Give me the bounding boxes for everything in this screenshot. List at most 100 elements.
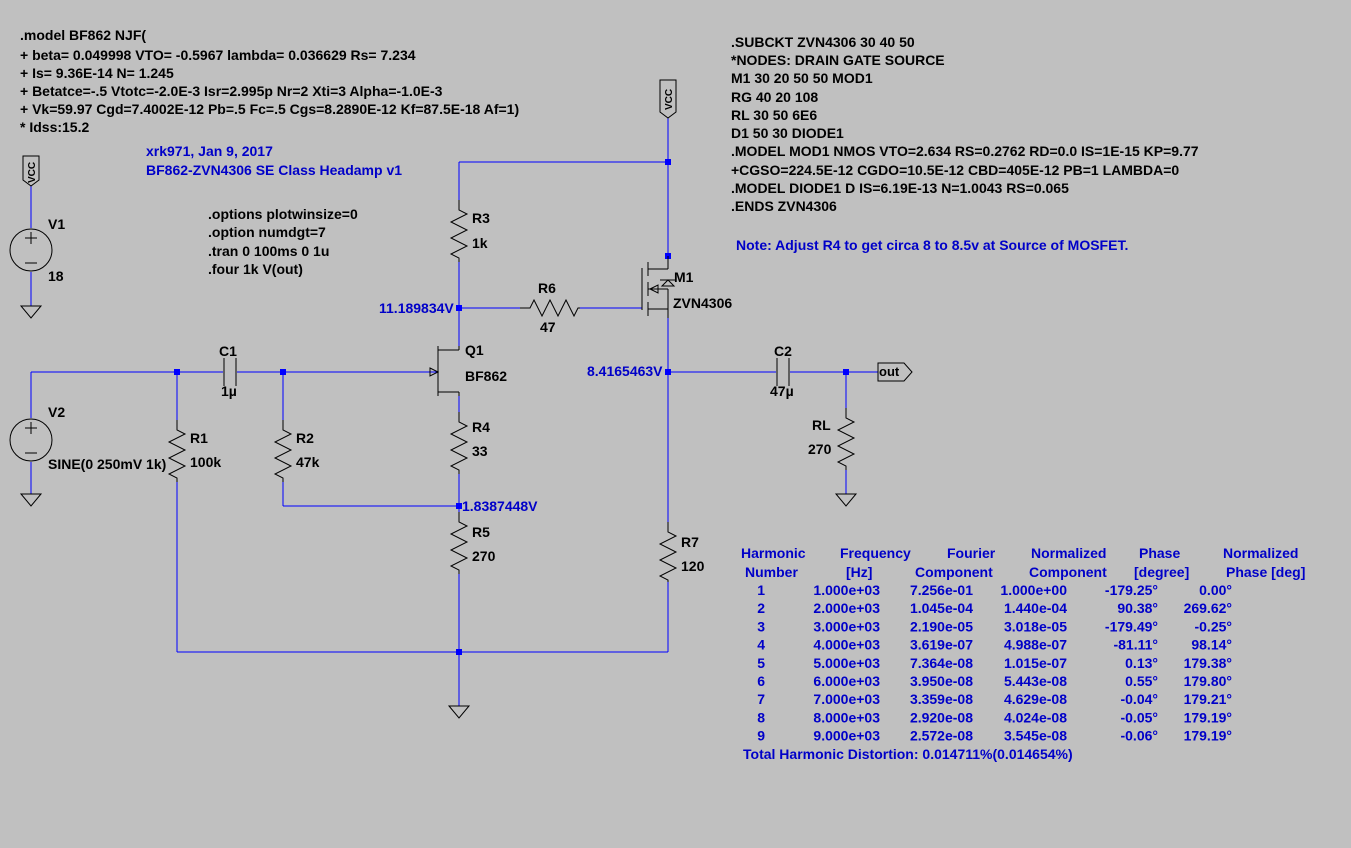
v1-name: V1 [48,216,65,232]
r6-name: R6 [538,280,556,296]
r1-symbol[interactable] [167,420,187,482]
fourier-table: Harmonic Frequency Fourier Normalized Ph… [741,545,1305,762]
fourier-cell: 3.545e-08 [1004,728,1067,744]
r1-value: 100k [190,454,221,470]
subckt-line: .ENDS ZVN4306 [731,198,837,214]
r6-symbol[interactable] [520,298,580,318]
junction-dot [456,649,462,655]
bf862-model-text: .model BF862 NJF( + beta= 0.049998 VTO= … [20,27,519,135]
m1-diode [660,279,676,287]
model-line: * Idss:15.2 [20,119,89,135]
fourier-cell: 2 [757,600,765,616]
fourier-cell: 7.364e-08 [910,655,973,671]
out-flag-outline [877,362,913,382]
vcc-flag-v1: VCC [22,155,40,187]
fourier-header: Component [915,564,993,580]
m1-mosfet-symbol[interactable] [641,256,676,318]
fourier-header: Component [1029,564,1107,580]
vcc-flag-label: VCC [27,162,38,183]
q1-value: BF862 [465,368,507,384]
fourier-cell: 179.38° [1184,655,1232,671]
fourier-cell: 4.629e-08 [1004,691,1067,707]
r6-value: 47 [540,319,556,335]
junction-dot [456,305,462,311]
fourier-cell: 179.80° [1184,673,1232,689]
fourier-cell: -179.25° [1105,582,1158,598]
r7-symbol[interactable] [658,522,678,582]
fourier-cell: 3 [757,618,765,634]
r2-name: R2 [296,430,314,446]
c1-symbol[interactable] [223,358,237,386]
fourier-cell: 4.988e-07 [1004,637,1067,653]
fourier-cell: -0.06° [1120,728,1158,744]
r1-name: R1 [190,430,208,446]
fourier-cell: 3.619e-07 [910,637,973,653]
r5-symbol[interactable] [449,512,469,574]
q1-jfet-symbol[interactable] [429,346,460,396]
v2-symbol[interactable] [9,418,53,462]
m1-arrow [648,284,659,294]
v1-body [9,228,53,272]
fourier-cell: 4.024e-08 [1004,709,1067,725]
c1-value: 1µ [221,383,237,399]
c2-value: 47µ [770,383,794,399]
fourier-cell: 3.000e+03 [813,618,880,634]
fourier-cell: 5.000e+03 [813,655,880,671]
model-line: + Betatce=-.5 Vtotc=-2.0E-3 Isr=2.995p N… [20,83,443,99]
model-line: + Vk=59.97 Cgd=7.4002E-12 Pb=.5 Fc=.5 Cg… [20,101,519,117]
wires [30,118,878,706]
fourier-cell: -179.49° [1105,618,1158,634]
fourier-cell: 9.000e+03 [813,728,880,744]
thd-line: Total Harmonic Distortion: 0.014711%(0.0… [743,746,1073,762]
zvn4306-subckt-text: .SUBCKT ZVN4306 30 40 50 *NODES: DRAIN G… [731,34,1199,214]
fourier-cell: 98.14° [1191,637,1232,653]
c1-name: C1 [219,343,237,359]
fourier-cell: 1.015e-07 [1004,655,1067,671]
v2-name: V2 [48,404,65,420]
r2-value: 47k [296,454,320,470]
fourier-cell: 2.000e+03 [813,600,880,616]
fourier-cell: 1.045e-04 [910,600,973,616]
fourier-cell: 8 [757,709,765,725]
fourier-cell: 179.21° [1184,691,1232,707]
fourier-cell: 0.13° [1125,655,1158,671]
ground-rl [834,493,858,507]
fourier-cell: 3.018e-05 [1004,618,1067,634]
option-line: .option numdgt=7 [208,224,326,240]
v2-body [9,418,53,462]
junction-dot [665,369,671,375]
r5-value: 270 [472,548,496,564]
schematic-title: BF862-ZVN4306 SE Class Headamp v1 [146,162,402,178]
v1-symbol[interactable] [9,228,53,272]
fourier-cell: 269.62° [1184,600,1232,616]
author-line: xrk971, Jan 9, 2017 [146,143,273,159]
fourier-header: Frequency [840,545,911,561]
fourier-cell: 1.000e+03 [813,582,880,598]
v1-value: 18 [48,268,64,284]
spice-options-text: .options plotwinsize=0 .option numdgt=7 … [208,206,358,277]
subckt-line: *NODES: DRAIN GATE SOURCE [731,52,945,68]
fourier-cell: 90.38° [1117,600,1158,616]
r3-symbol[interactable] [449,200,469,262]
fourier-cell: 2.572e-08 [910,728,973,744]
vcc-flag-label: VCC [664,89,675,110]
adjust-note: Note: Adjust R4 to get circa 8 to 8.5v a… [736,237,1128,253]
rl-name: RL [812,417,831,433]
option-line: .four 1k V(out) [208,261,303,277]
rl-symbol[interactable] [836,408,856,470]
vcc-flag-top: VCC [659,79,677,119]
r2-symbol[interactable] [273,420,293,482]
r7-name: R7 [681,534,699,550]
fourier-cell: 7.000e+03 [813,691,880,707]
c2-symbol[interactable] [776,358,790,386]
fourier-cell: 8.000e+03 [813,709,880,725]
junction-dot [174,369,180,375]
r4-symbol[interactable] [449,412,469,474]
fourier-cell: 1.440e-04 [1004,600,1067,616]
subckt-line: RL 30 50 6E6 [731,107,817,123]
subckt-line: +CGSO=224.5E-12 CGDO=10.5E-12 CBD=405E-1… [731,162,1179,178]
fourier-cell: 9 [757,728,765,744]
subckt-line: M1 30 20 50 50 MOD1 [731,70,873,86]
fourier-header: Harmonic [741,545,806,561]
